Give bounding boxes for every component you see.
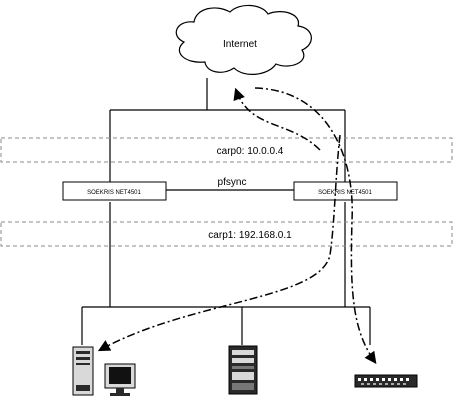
monitor-icon: [104, 363, 136, 396]
cloud-icon: [175, 4, 312, 75]
flow-right-to-internet: [233, 87, 321, 151]
carp1-label: carp1: 192.168.0.1: [208, 230, 292, 241]
server-rack-icon: [228, 345, 258, 395]
traffic-flows: [97, 87, 377, 364]
firewall-left-label: SOEKRIS NET4501: [87, 190, 141, 196]
pfsync-label: pfsync: [218, 177, 247, 188]
firewall-left: [62, 181, 167, 201]
carp0-band: [0, 137, 453, 163]
cloud-label: Internet: [223, 39, 257, 50]
network-switch-icon: [354, 374, 418, 388]
network-wiring: [81, 78, 371, 345]
firewall-right-label: SOEKRIS NET4501: [318, 190, 372, 196]
flow-right-to-workstation: [97, 134, 341, 352]
carp1-band: [0, 221, 453, 247]
carp0-label: carp0: 10.0.0.4: [217, 146, 284, 157]
flow-internet-to-switch: [254, 87, 377, 364]
tower-pc-icon: [72, 346, 94, 396]
firewall-right: [293, 181, 398, 201]
